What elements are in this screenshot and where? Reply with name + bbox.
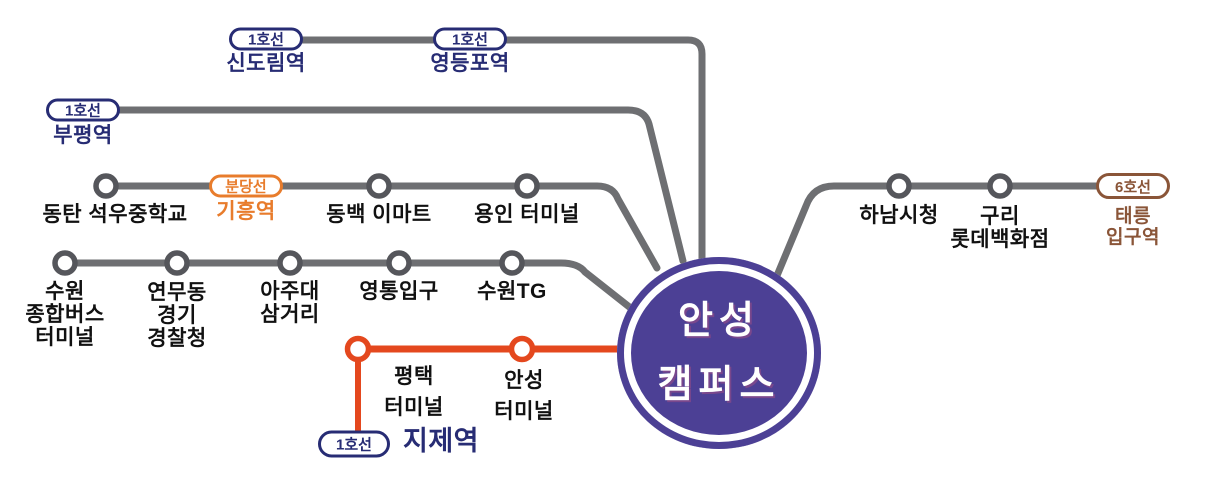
station-label-dongtan: 동탄 석우중학교 xyxy=(42,203,188,226)
station-label-taereung: 태릉 입구역 xyxy=(1106,206,1160,248)
station-dot-anseong-terminal xyxy=(508,335,536,363)
anseong-campus-node: 안성 캠퍼스 xyxy=(617,257,821,449)
route-line-hanam xyxy=(767,182,1134,294)
station-label-anseong-terminal: 안성 터미널 xyxy=(494,369,554,423)
station-label-giheung: 기흥역 xyxy=(216,200,276,223)
station-label-guri: 구리 롯데백화점 xyxy=(950,205,1050,251)
station-dot-yongin xyxy=(514,173,540,199)
line-badge-line1-sindorim: 1호선 xyxy=(229,27,303,51)
line-badge-bundang-giheung: 분당선 xyxy=(209,174,283,198)
station-label-yeonmudong: 연무동 경기 경찰청 xyxy=(147,281,207,350)
station-dot-dongbaek xyxy=(366,173,392,199)
route-line-yongin xyxy=(102,182,661,272)
station-label-yeongdeungpo: 영등포역 xyxy=(430,52,510,75)
station-dot-guri xyxy=(987,173,1013,199)
station-label-jije: 지제역 xyxy=(402,426,480,456)
line-badge-line6-taereung: 6호선 xyxy=(1096,173,1170,199)
route-line-bupyeong xyxy=(79,106,687,265)
station-label-bupyeong: 부평역 xyxy=(53,124,113,147)
station-label-yongin: 용인 터미널 xyxy=(474,203,580,226)
station-dot-suwon-terminal xyxy=(52,250,78,276)
station-dot-hanam xyxy=(886,173,912,199)
anseong-campus-label: 안성 캠퍼스 xyxy=(657,300,781,406)
station-dot-yeongtong xyxy=(386,250,412,276)
route-line-seoul-top xyxy=(262,36,706,264)
line-badge-line1-bupyeong: 1호선 xyxy=(46,98,120,122)
line-badge-line1-jije: 1호선 xyxy=(318,430,390,458)
station-label-dongbaek: 동백 이마트 xyxy=(326,203,432,226)
station-dot-dongtan xyxy=(93,173,119,199)
station-label-suwon-terminal: 수원 종합버스 터미널 xyxy=(25,280,105,349)
station-label-suwon-tg: 수원TG xyxy=(477,280,547,303)
station-label-ajou: 아주대 삼거리 xyxy=(260,280,320,326)
station-dot-suwon-tg xyxy=(499,250,525,276)
station-dot-pyeongtaek-terminal xyxy=(344,335,372,363)
station-dot-ajou xyxy=(277,250,303,276)
line-badge-line1-yeongdeungpo: 1호선 xyxy=(433,27,507,51)
station-label-sindorim: 신도림역 xyxy=(226,52,306,75)
station-label-pyeongtaek-terminal: 평택 터미널 xyxy=(384,365,444,419)
station-dot-yeonmudong xyxy=(164,250,190,276)
station-label-yeongtong: 영통입구 xyxy=(359,280,439,303)
station-label-hanam: 하남시청 xyxy=(859,204,939,227)
route-line-suwon xyxy=(61,259,646,321)
